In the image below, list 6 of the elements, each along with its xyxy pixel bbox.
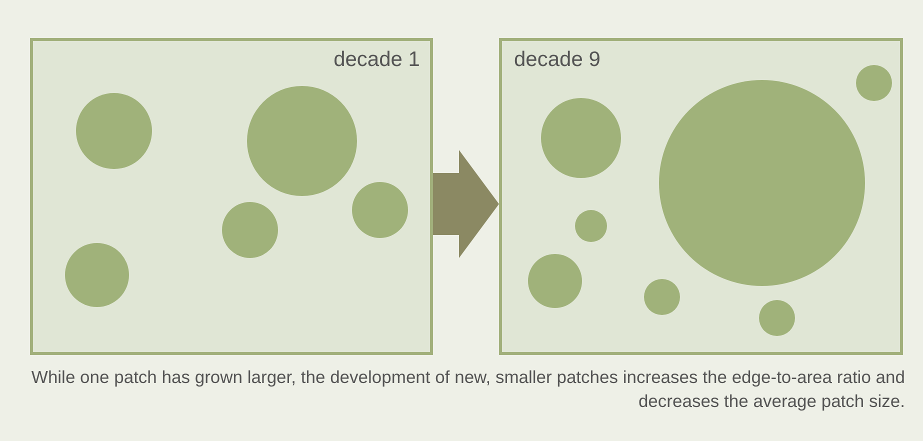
panel-label: decade 1 — [334, 47, 420, 72]
panel-label: decade 9 — [514, 47, 600, 72]
panel — [499, 38, 903, 355]
block-arrow — [433, 150, 499, 258]
panel — [30, 38, 433, 355]
caption: While one patch has grown larger, the development of new, smaller patches increases the edge-to-area ratio and decreases the average patch size. — [30, 366, 905, 413]
